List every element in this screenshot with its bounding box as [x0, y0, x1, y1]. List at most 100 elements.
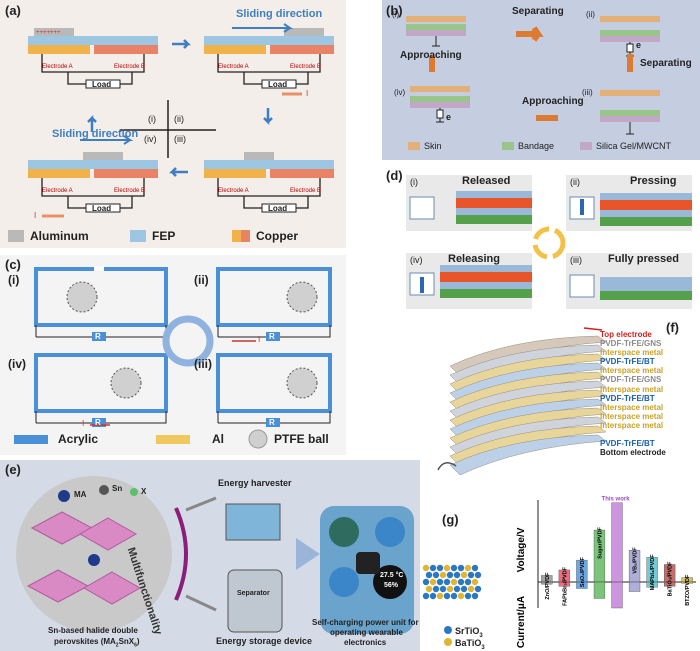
tick-label: BaTiO₃/PVDF	[668, 561, 674, 596]
panel-e-diagram	[16, 476, 414, 634]
current-label: I	[34, 211, 37, 220]
legend-copper: Copper	[256, 229, 298, 243]
electrode-a-label: Electrode A	[218, 64, 249, 70]
crystal-atom	[446, 585, 454, 593]
state-iv-num: (iv)	[410, 255, 423, 265]
ylabel-current: Current/μA	[516, 596, 527, 648]
electrode-b-label: Electrode B	[290, 188, 322, 194]
step-iii: (iii)	[194, 357, 212, 371]
state-ii	[566, 175, 692, 231]
load-label: Load	[92, 80, 112, 89]
crystal-atom	[474, 571, 482, 579]
teng-iii	[204, 152, 334, 213]
crystal-atom	[443, 592, 451, 600]
state-ii-name: Pressing	[630, 175, 677, 187]
watch-temperature: 27.5 °C	[380, 572, 404, 579]
electrode-b-label: Electrode B	[290, 64, 322, 70]
current-label: I	[306, 89, 309, 98]
sn-label: Sn	[112, 484, 123, 493]
legend-srtio3: SrTiO3	[444, 626, 483, 639]
bar-current	[646, 581, 658, 588]
step-iii: (iii)	[174, 134, 186, 144]
layer-label: Interspace metal	[600, 348, 664, 358]
load-label: Load	[92, 204, 112, 213]
step-ii: (ii)	[174, 114, 184, 124]
panel-d-diagram	[406, 175, 692, 309]
crystal-atom	[453, 585, 461, 593]
bar-voltage	[611, 502, 623, 583]
crystal-atom	[422, 592, 430, 600]
crystal-atom	[439, 571, 447, 579]
state-iii-name: Fully pressed	[608, 253, 679, 265]
layer-label: PVDF-TrFE/BT	[600, 393, 655, 403]
panel-a-label: (a)	[5, 3, 21, 18]
load-label: Load	[268, 204, 288, 213]
resistor-label: R	[95, 418, 101, 427]
crystal-atom	[422, 578, 430, 586]
layer-label: PVDF-TrFE/GNS	[600, 339, 662, 349]
state-iii	[566, 253, 692, 309]
crystal-atom	[429, 564, 437, 572]
self-charging-caption: Self-charging power unit for	[312, 618, 419, 627]
crystal-atom	[464, 578, 472, 586]
panel-e: (e) MA Sn X Multifunctionality Energy ha…	[0, 460, 420, 651]
state-i-name: Released	[462, 175, 511, 187]
layer-label: PVDF-TrFE/BT	[600, 357, 655, 367]
panel-f-label: (f)	[666, 320, 679, 335]
state-i-num: (i)	[410, 177, 418, 187]
crystal-atom	[422, 564, 430, 572]
resistor-label: R	[269, 332, 275, 341]
electrode-a-label: Electrode A	[42, 188, 73, 194]
electrode-b-label: Electrode B	[114, 188, 146, 194]
state-iii-num: (iii)	[570, 255, 582, 265]
layer-label: Interspace metal	[600, 384, 664, 394]
top-electrode-arrow	[583, 327, 603, 331]
bar-current	[541, 581, 553, 585]
tick-label: ZnO/PVDF	[545, 572, 551, 600]
crystal-atom	[457, 578, 465, 586]
state-iv-name: Releasing	[448, 253, 500, 265]
layer-label: Bottom electrode	[600, 448, 666, 458]
electrode-b-label: Electrode B	[114, 64, 146, 70]
tick-label: MAPbI₃/PVDF	[650, 554, 656, 590]
legend-aluminum: Aluminum	[30, 229, 89, 243]
teng-ii	[204, 28, 334, 89]
film-layer	[449, 434, 607, 476]
crystal-atom	[471, 592, 479, 600]
step-i: (i)	[148, 114, 156, 124]
self-charging-caption: operating wearable	[330, 628, 403, 637]
layer-label: PVDF-TrFE/BT	[600, 439, 655, 449]
crystal-atom	[471, 564, 479, 572]
electrode-a-label: Electrode A	[42, 64, 73, 70]
step-i: (i)	[392, 10, 400, 19]
watch-humidity: 56%	[384, 582, 399, 589]
bar-current	[664, 581, 676, 587]
state-ii-num: (ii)	[570, 177, 580, 187]
crystal-atom	[457, 592, 465, 600]
tick-label: BTZO/PVDF	[685, 574, 691, 606]
layer-label: Interspace metal	[600, 411, 664, 421]
legend-bandage: Bandage	[518, 141, 555, 151]
bar-current	[576, 581, 588, 589]
crystal-atom	[457, 564, 465, 572]
crystal-atom	[467, 571, 475, 579]
step-ii: (ii)	[194, 273, 209, 287]
step-iv: (iv)	[394, 88, 406, 97]
crystal-atom	[460, 585, 468, 593]
layer-label: Interspace metal	[600, 420, 664, 430]
tick-label: Sugar/PVDF	[597, 526, 603, 558]
current-label: I	[258, 335, 261, 344]
x-label: X	[141, 487, 147, 496]
crystal-atom	[425, 585, 433, 593]
legend-acrylic: Acrylic	[58, 432, 99, 446]
crystal-atom	[432, 585, 440, 593]
separating-label: Separating	[640, 58, 692, 69]
step-ii: (ii)	[586, 10, 595, 19]
tick-label: FAPbBr₃/PVDF	[562, 566, 568, 606]
crystal-atom	[446, 571, 454, 579]
crystal-atom	[460, 571, 468, 579]
separator-label: Separator	[237, 590, 270, 597]
crystal-atom	[439, 585, 447, 593]
